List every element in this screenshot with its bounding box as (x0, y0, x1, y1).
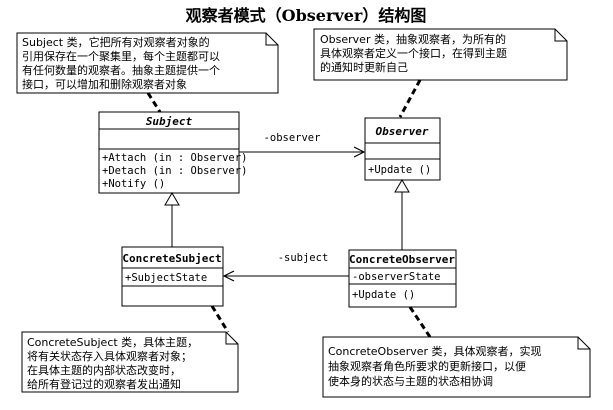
class-concrete-subject[interactable]: ConcreteSubject +SubjectState (121, 246, 224, 307)
note-observer-line: Observer 类，抽象观察者，为所有的 (320, 32, 506, 46)
note-observer-line: 具体观察者定义一个接口，在得到主题 (320, 46, 507, 60)
note-concrete-observer-line: 抽象观察者角色所要求的更新接口，以便 (328, 359, 526, 373)
class-subject-method: +Detach (in : Observer) (102, 165, 247, 177)
note-concrete-subject-line: 给所有登记过的观察者发出通知 (27, 377, 181, 391)
note-subject-line: 有任何数量的观察者。抽象主题提供一个 (22, 63, 220, 77)
class-subject-method: +Notify () (102, 178, 165, 190)
class-subject-name: Subject (146, 115, 193, 128)
class-concrete-observer[interactable]: ConcreteObserver -observerState +Update … (348, 249, 457, 308)
note-subject-line: Subject 类，它把所有对观察者对象的 (22, 35, 210, 49)
note-subject: Subject 类，它把所有对观察者对象的 引用保存在一个聚集里，每个主题都可以… (16, 32, 279, 94)
class-concrete-observer-method: +Update () (352, 289, 415, 301)
note-observer-line: 的通知时更新自己 (320, 60, 408, 74)
note-concrete-observer-line: ConcreteObserver 类，具体观察者，实现 (328, 344, 542, 358)
class-concrete-observer-attribute: -observerState (352, 271, 441, 283)
class-concrete-subject-attribute: +SubjectState (125, 272, 207, 284)
class-subject-method: +Attach (in : Observer) (102, 152, 247, 164)
class-observer-name: Observer (376, 125, 429, 138)
association-label-observer: -observer (264, 132, 321, 144)
note-concrete-subject-anchor (210, 305, 230, 333)
svg-text:ConcreteSubject 类，具体主题，: ConcreteSubject 类，具体主题， 将有关状态存入具体观察者对象； … (27, 335, 202, 391)
class-subject[interactable]: Subject +Attach (in : Observer) +Detach … (98, 111, 254, 194)
note-concrete-subject-line: 在具体主题的内部状态改变时， (27, 363, 181, 377)
svg-text:Observer 类，抽象观察者，为所有的 具体: Observer 类，抽象观察者，为所有的 具体观察者定义一个接口，在得到主题 … (320, 32, 511, 74)
generalization-concrete-observer (394, 179, 410, 250)
svg-text:+Attach (in : Observer): +Attach (in : Observer) +Detach (in : Ob… (102, 152, 254, 190)
note-concrete-subject-line: ConcreteSubject 类，具体主题， (27, 335, 198, 349)
svg-text:Subject 类，它把所有对观察者对象的 引用: Subject 类，它把所有对观察者对象的 引用保存在一个聚集里，每个主题都可以… (22, 35, 224, 91)
class-observer-method: +Update () (368, 164, 431, 176)
note-subject-line: 接口，可以增加和删除观察者对象 (22, 77, 187, 91)
note-concrete-observer-line: 使本身的状态与主题的状态相协调 (328, 374, 493, 388)
note-concrete-observer: ConcreteObserver 类，具体观察者，实现 抽象观察者角色所要求的更… (322, 336, 591, 398)
diagram-title: 观察者模式（Observer）结构图 (186, 6, 427, 25)
note-subject-anchor (146, 92, 162, 113)
class-concrete-subject-name: ConcreteSubject (122, 252, 221, 265)
class-concrete-observer-name: ConcreteObserver (349, 253, 455, 266)
note-concrete-subject-line: 将有关状态存入具体观察者对象； (27, 349, 192, 363)
note-observer: Observer 类，抽象观察者，为所有的 具体观察者定义一个接口，在得到主题 … (313, 28, 568, 81)
note-concrete-subject: ConcreteSubject 类，具体主题， 将有关状态存入具体观察者对象； … (21, 331, 239, 393)
note-subject-line: 引用保存在一个聚集里，每个主题都可以 (22, 49, 220, 63)
generalization-concrete-subject (164, 192, 180, 247)
note-observer-anchor (398, 79, 422, 118)
association-label-subject: -subject (278, 252, 329, 264)
class-observer[interactable]: Observer +Update () (364, 117, 441, 181)
note-concrete-observer-anchor (408, 306, 432, 338)
svg-text:ConcreteObserver 类，具体观察者，实现: ConcreteObserver 类，具体观察者，实现 抽象观察者角色所要求的更… (328, 344, 545, 388)
